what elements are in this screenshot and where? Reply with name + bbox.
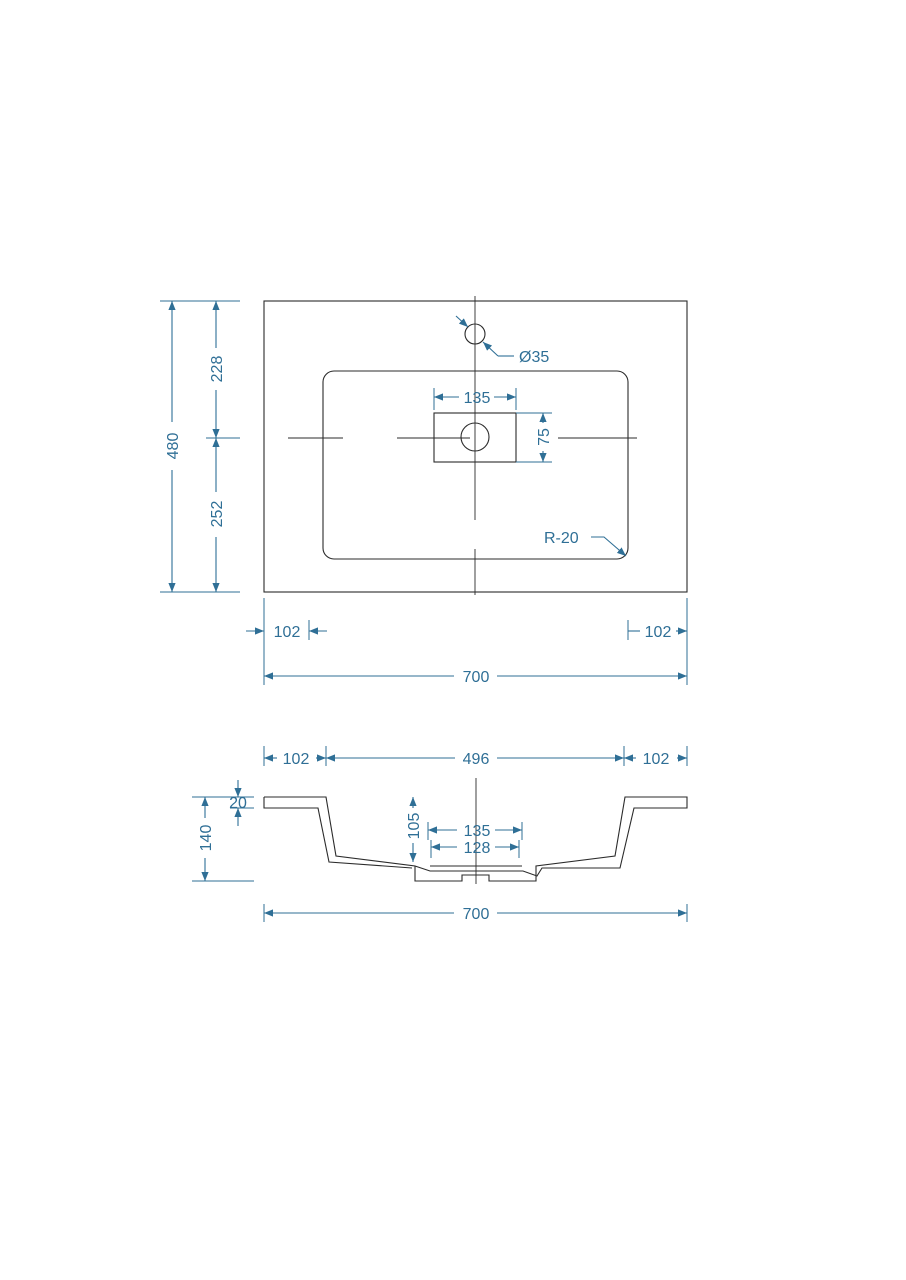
- label-rim-thickness: 20: [229, 795, 247, 812]
- label-bowl-depth: 105: [406, 813, 423, 840]
- label-side-drain-outer: 135: [464, 823, 491, 840]
- label-side-left-margin: 102: [283, 751, 310, 768]
- label-side-width-total: 700: [463, 906, 490, 923]
- label-height-upper: 228: [209, 356, 226, 383]
- label-left-margin: 102: [274, 624, 301, 641]
- label-right-margin: 102: [645, 624, 672, 641]
- top-view: 480 228 252 Ø35 135 75 R-20: [160, 296, 688, 686]
- basin-outline: [263, 300, 688, 593]
- label-tap-hole: Ø35: [519, 349, 549, 366]
- label-width-total: 700: [463, 669, 490, 686]
- side-view: 102 496 102 20 140 105: [192, 746, 688, 923]
- label-drain-width: 135: [464, 390, 491, 407]
- label-side-right-margin: 102: [643, 751, 670, 768]
- label-height-lower: 252: [209, 501, 226, 528]
- side-profile-inner: [263, 797, 413, 869]
- dim-corner-radius-leader: [591, 536, 627, 557]
- label-height-total: 480: [165, 433, 182, 460]
- label-side-bowl-width: 496: [463, 751, 490, 768]
- label-corner-radius: R-20: [544, 530, 579, 547]
- label-side-drain-inner: 128: [464, 840, 491, 857]
- dim-tap-hole-in: [455, 315, 469, 328]
- side-profile-outline: [264, 796, 688, 882]
- bowl-outline: [322, 370, 629, 560]
- label-side-height-total: 140: [198, 825, 215, 852]
- label-drain-height: 75: [536, 428, 553, 446]
